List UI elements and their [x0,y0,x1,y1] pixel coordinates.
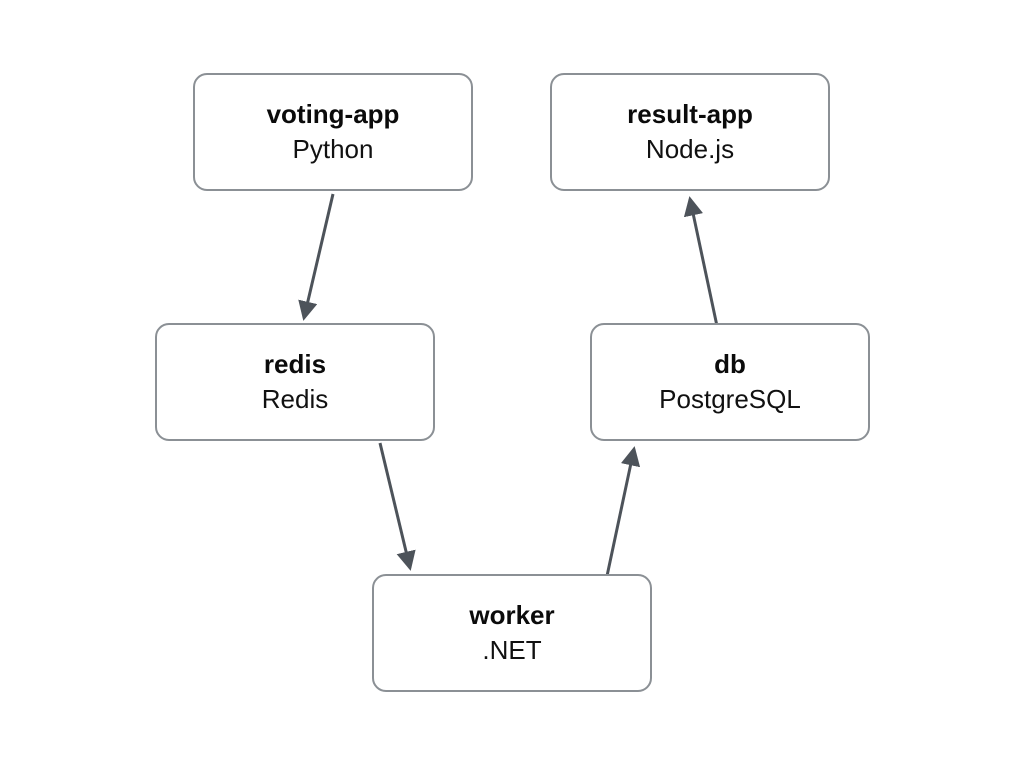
node-title: redis [263,348,327,379]
node-title: worker [469,599,555,630]
node-subtitle: Python [292,134,374,164]
node-subtitle: PostgreSQL [659,384,801,414]
node-title: db [714,348,746,379]
edge-db-to-resultapp [683,196,719,327]
node-subtitle: Redis [261,384,329,414]
edge-redis-to-worker [378,442,416,571]
node-title: voting-app [266,98,400,129]
node-voting-app: voting-app Python [193,73,473,191]
edge-worker-to-db [605,446,641,577]
node-result-app: result-app Node.js [550,73,830,191]
edge-votingapp-to-redis [298,193,335,321]
node-subtitle: .NET [482,635,542,665]
node-title: result-app [627,98,753,129]
node-redis: redis Redis [155,323,435,441]
node-subtitle: Node.js [645,134,735,164]
node-db: db PostgreSQL [590,323,870,441]
node-worker: worker .NET [372,574,652,692]
